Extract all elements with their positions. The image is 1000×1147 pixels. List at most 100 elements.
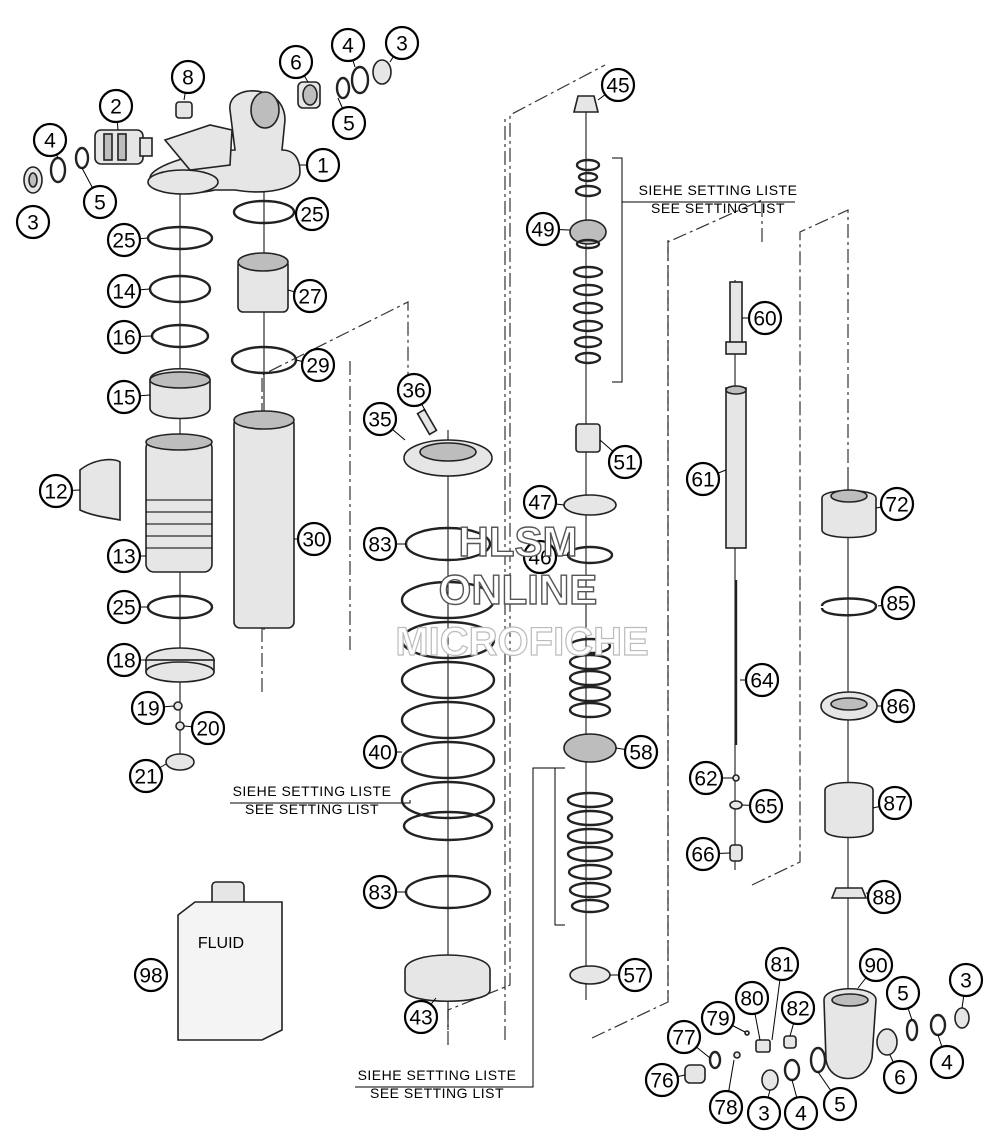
callout-bubble <box>780 990 816 1026</box>
callout-number: 16 <box>112 327 135 350</box>
callout-number: 66 <box>691 844 714 867</box>
callout-bubble <box>98 88 134 124</box>
callout-bubble <box>362 874 398 910</box>
callout-83: 83 <box>362 526 406 562</box>
callout-number: 57 <box>623 965 646 988</box>
callout-77: 77 <box>666 1019 711 1059</box>
callout-bubble <box>362 526 398 562</box>
callout-bubble <box>403 999 439 1035</box>
callout-bubble <box>278 44 314 80</box>
callout-bubble <box>32 122 68 158</box>
callout-number: 4 <box>342 35 354 58</box>
callout-number: 27 <box>298 286 321 309</box>
callout-number: 64 <box>750 670 774 693</box>
callout-98: 98 <box>133 957 169 993</box>
callout-bubble <box>15 204 51 240</box>
callout-61: 61 <box>685 461 727 497</box>
callout-bubble <box>600 67 636 103</box>
callout-bubble <box>296 521 332 557</box>
callout-57: 57 <box>610 957 653 993</box>
callout-65: 65 <box>741 788 784 824</box>
callout-number: 79 <box>706 1008 729 1031</box>
callout-number: 12 <box>44 481 67 504</box>
callout-3: 3 <box>948 962 984 1009</box>
callout-bubble <box>882 1059 918 1095</box>
callout-number: 49 <box>531 219 554 242</box>
part-base-cap <box>145 647 215 771</box>
callout-bubble <box>734 980 770 1016</box>
callout-number: 82 <box>786 998 809 1021</box>
callout-12: 12 <box>38 473 81 509</box>
callout-number: 14 <box>112 281 136 304</box>
callout-number: 20 <box>196 718 219 741</box>
callout-85: 85 <box>877 585 916 621</box>
callout-51: 51 <box>599 439 643 480</box>
callout-5: 5 <box>81 167 118 220</box>
callout-4: 4 <box>32 122 68 159</box>
callout-13: 13 <box>106 538 146 574</box>
callout-number: 51 <box>613 452 636 475</box>
callout-number: 15 <box>112 387 135 410</box>
callout-40: 40 <box>362 734 402 770</box>
callout-14: 14 <box>106 273 151 309</box>
callout-number: 19 <box>136 698 159 721</box>
setting-note-en-spring: SEE SETTING LIST <box>245 801 379 817</box>
callout-number: 13 <box>112 546 135 569</box>
part-damper-stack <box>563 95 617 985</box>
callout-43: 43 <box>403 997 439 1035</box>
callout-21: 21 <box>128 758 167 794</box>
callout-bubble <box>106 642 142 678</box>
callout-number: 4 <box>941 1052 953 1075</box>
callout-number: 76 <box>650 1070 673 1093</box>
callout-bubble <box>858 947 894 983</box>
part-bearings-top <box>297 59 392 109</box>
callout-number: 5 <box>94 192 106 215</box>
callout-bubble <box>106 379 142 415</box>
callout-number: 81 <box>770 954 793 977</box>
callout-number: 8 <box>182 67 194 90</box>
callout-15: 15 <box>106 379 151 415</box>
callout-number: 29 <box>306 355 329 378</box>
callout-number: 90 <box>864 955 887 978</box>
part-bellows <box>145 433 213 573</box>
callout-bubble <box>106 319 142 355</box>
callout-bubble <box>130 690 166 726</box>
callout-number: 72 <box>885 494 908 517</box>
part-reservoir <box>233 410 295 629</box>
setting-note-de-spring: SIEHE SETTING LISTE <box>233 783 392 799</box>
callout-bubble <box>880 585 916 621</box>
callout-number: 60 <box>753 308 776 331</box>
callout-number: 61 <box>691 469 714 492</box>
callout-bubble <box>292 278 328 314</box>
callout-number: 45 <box>606 75 629 98</box>
callout-bubble <box>685 836 721 872</box>
callout-3: 3 <box>15 204 51 240</box>
callout-bubble <box>38 473 74 509</box>
callout-bubble <box>764 946 800 982</box>
callout-bubble <box>885 975 921 1011</box>
setting-note-de-upper: SIEHE SETTING LISTE <box>639 182 798 198</box>
frame-rod <box>751 209 849 886</box>
bracket-upper-shims <box>612 157 623 383</box>
callout-number: 5 <box>897 983 909 1006</box>
callout-bubble <box>607 444 643 480</box>
callout-bubble <box>133 957 169 993</box>
callout-27: 27 <box>287 278 328 314</box>
callout-2: 2 <box>98 88 134 131</box>
callout-62: 62 <box>688 760 733 796</box>
callout-25: 25 <box>106 222 149 258</box>
callout-8: 8 <box>170 59 206 101</box>
callout-bubble <box>866 879 902 915</box>
part-piston-rod <box>725 281 747 862</box>
callout-number: 78 <box>714 1097 737 1120</box>
callout-35: 35 <box>362 401 406 441</box>
callout-bubble <box>300 347 336 383</box>
callout-number: 62 <box>694 768 717 791</box>
watermark-line3: MICROFICHE <box>395 620 648 664</box>
callout-number: 6 <box>894 1067 906 1090</box>
callout-number: 4 <box>44 130 56 153</box>
callout-number: 4 <box>795 1103 807 1126</box>
callout-bubble <box>879 486 915 522</box>
callout-78: 78 <box>708 1059 744 1125</box>
callout-82: 82 <box>780 990 816 1037</box>
